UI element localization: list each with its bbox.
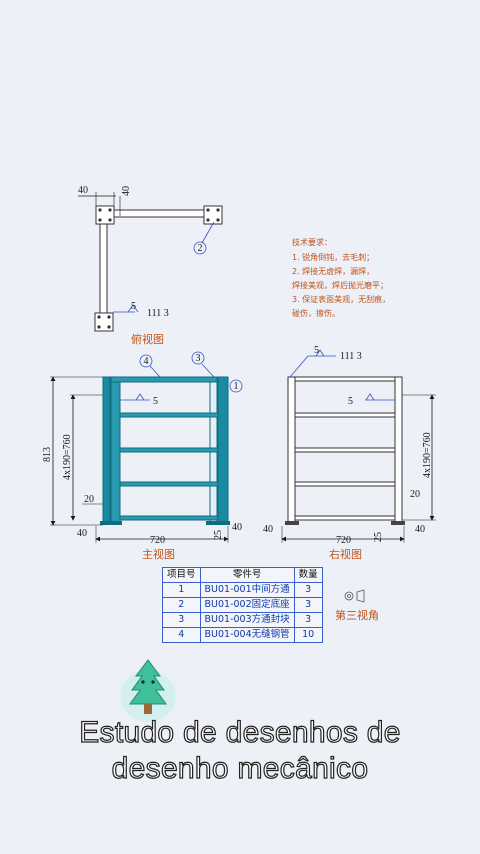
base-plate bbox=[95, 205, 115, 225]
dim-label: 4x190=760 bbox=[62, 434, 73, 480]
shelf-tube bbox=[119, 515, 219, 521]
callout-number: 3 bbox=[196, 353, 201, 364]
callout-number: 2 bbox=[198, 243, 203, 254]
part-number: BU01-004无缝钢管 bbox=[199, 627, 295, 643]
dim-label: 40 bbox=[78, 185, 88, 196]
front-view: 813 4x190=760 20 720 40 40 25 5 4 3 1 主视… bbox=[42, 351, 243, 561]
dim-label: 40 bbox=[232, 522, 242, 533]
weld-code: 111 3 bbox=[340, 351, 362, 362]
top-view: 40 40 5 111 3 2 俯视图 bbox=[78, 185, 223, 346]
caption-line: Estudo de desenhos de bbox=[79, 715, 401, 749]
column-header: 数量 bbox=[293, 567, 323, 583]
shelf-tube bbox=[294, 447, 396, 453]
shelf-tube bbox=[294, 412, 396, 418]
weld-size: 5 bbox=[131, 301, 136, 312]
item-number: 4 bbox=[162, 627, 201, 643]
shelf-tube bbox=[119, 481, 219, 487]
dim-label: 813 bbox=[42, 447, 53, 462]
item-number: 2 bbox=[162, 597, 201, 613]
callout-circle bbox=[229, 379, 243, 393]
third-angle-projection-icon bbox=[344, 589, 365, 603]
shelf-tube bbox=[119, 412, 219, 418]
callout-circle bbox=[139, 354, 153, 368]
weld-size: 5 bbox=[348, 396, 353, 407]
dim-label: 40 bbox=[121, 186, 132, 196]
dim-label: 25 bbox=[213, 530, 224, 540]
req-line: 焊接美观，焊后抛光磨平； bbox=[292, 280, 388, 290]
weld-code: 111 3 bbox=[147, 308, 169, 319]
table-header-row: 项目号 零件号 数量 bbox=[162, 567, 323, 583]
dim-label: 4x190=760 bbox=[422, 432, 433, 478]
req-line: 2. 焊接无虚焊，漏焊， bbox=[292, 266, 374, 276]
dim-label: 40 bbox=[263, 524, 273, 535]
part-number: BU01-002固定底座 bbox=[199, 597, 295, 613]
req-line: 3. 保证表面美观，无刮痕， bbox=[292, 294, 390, 304]
base-plate bbox=[203, 205, 223, 225]
column-header: 零件号 bbox=[199, 567, 295, 583]
parts-table: 项目号 零件号 数量 1 BU01-001中间方通 3 2 BU01-002固定… bbox=[162, 567, 323, 643]
quantity: 10 bbox=[293, 627, 323, 643]
shelf-tube bbox=[294, 515, 396, 521]
top-view-title: 俯视图 bbox=[131, 332, 164, 346]
quantity: 3 bbox=[293, 582, 323, 598]
callout-circle bbox=[193, 241, 207, 255]
part-number: BU01-001中间方通 bbox=[199, 582, 295, 598]
shelf-tube bbox=[294, 481, 396, 487]
callout-number: 1 bbox=[234, 381, 239, 392]
req-line: 技术要求： bbox=[292, 237, 332, 247]
front-view-title: 主视图 bbox=[142, 547, 175, 561]
right-view-title: 右视图 bbox=[329, 547, 362, 561]
callout-number: 4 bbox=[144, 356, 149, 367]
dim-label: 20 bbox=[84, 494, 94, 505]
dim-label: 25 bbox=[373, 532, 384, 542]
item-number: 3 bbox=[162, 612, 201, 628]
part-number: BU01-003方通封块 bbox=[199, 612, 295, 628]
req-line: 碰伤，擦伤。 bbox=[292, 308, 340, 318]
dim-label: 20 bbox=[410, 489, 420, 500]
tree-mascot-icon bbox=[120, 659, 176, 722]
dim-label: 40 bbox=[415, 524, 425, 535]
req-line: 1. 锐角倒钝，去毛刺； bbox=[292, 252, 374, 262]
weld-size: 5 bbox=[153, 396, 158, 407]
weld-size: 5 bbox=[314, 345, 319, 356]
dim-label: 720 bbox=[336, 535, 351, 546]
quantity: 3 bbox=[293, 612, 323, 628]
caption-line: desenho mecânico bbox=[111, 751, 369, 785]
column-header: 项目号 bbox=[162, 567, 201, 583]
table-row: 2 BU01-002固定底座 3 bbox=[162, 597, 323, 613]
base-plate bbox=[94, 312, 114, 332]
shelf-tube bbox=[119, 447, 219, 453]
table-row: 1 BU01-001中间方通 3 bbox=[162, 582, 323, 598]
dim-label: 720 bbox=[150, 535, 165, 546]
technical-requirements: 技术要求： 1. 锐角倒钝，去毛刺； 2. 焊接无虚焊，漏焊， 焊接美观，焊后抛… bbox=[292, 237, 390, 318]
quantity: 3 bbox=[293, 597, 323, 613]
third-angle-label: 第三视角 bbox=[335, 609, 379, 622]
right-view: 4x190=760 20 720 40 40 25 5 111 3 5 右视图 bbox=[263, 345, 436, 561]
item-number: 1 bbox=[162, 582, 201, 598]
table-row: 4 BU01-004无缝钢管 10 bbox=[162, 627, 323, 643]
callout-circle bbox=[191, 351, 205, 365]
table-row: 3 BU01-003方通封块 3 bbox=[162, 612, 323, 628]
dim-label: 40 bbox=[77, 528, 87, 539]
